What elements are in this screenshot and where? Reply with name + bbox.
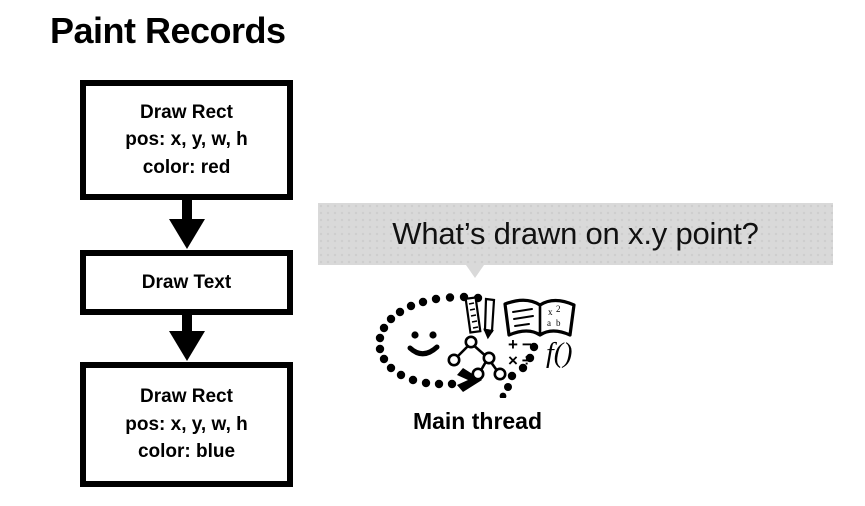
record-line-title: Draw Rect <box>140 101 233 123</box>
page-title: Paint Records <box>50 10 286 51</box>
math-operators-icon: + − × ÷ <box>508 335 532 370</box>
svg-text:÷: ÷ <box>522 351 531 370</box>
svg-text:+: + <box>508 335 518 354</box>
paint-record-box-draw-rect-blue[interactable]: Draw Rect pos: x, y, w, h color: blue <box>80 362 293 487</box>
svg-text:a: a <box>547 318 551 328</box>
open-book-icon: x 2 a b <box>503 298 576 337</box>
down-arrow-icon <box>169 199 205 249</box>
svg-text:2: 2 <box>556 304 561 314</box>
svg-text:b: b <box>556 318 561 328</box>
node-tree-icon <box>447 335 507 381</box>
main-thread-caption: Main thread <box>412 408 543 434</box>
thinking-face-icon: x 2 a b + − × ÷ f() <box>375 292 576 398</box>
svg-text:x: x <box>548 307 553 317</box>
ruler-icon <box>464 296 482 334</box>
paint-record-box-draw-text[interactable]: Draw Text <box>80 250 293 315</box>
record-line-title: Draw Text <box>141 271 232 293</box>
paint-record-box-draw-rect-red[interactable]: Draw Rect pos: x, y, w, h color: red <box>80 80 293 200</box>
svg-text:×: × <box>508 351 518 370</box>
question-speech-bubble: What’s drawn on x.y point? <box>318 203 833 265</box>
record-line-pos: pos: x, y, w, h <box>125 129 248 151</box>
record-line-pos: pos: x, y, w, h <box>125 413 248 435</box>
record-line-title: Draw Rect <box>140 386 233 408</box>
svg-text:−: − <box>522 335 532 354</box>
record-line-color: color: red <box>142 156 231 178</box>
function-notation-icon: f() <box>546 338 572 369</box>
speech-bubble-text: What’s drawn on x.y point? <box>392 216 759 251</box>
svg-text:f(): f() <box>546 338 572 369</box>
smiley-face-icon <box>407 331 440 357</box>
flow-chevron-icon <box>457 368 482 392</box>
dotted-oval-icon <box>375 292 539 398</box>
record-line-color: color: blue <box>137 441 236 463</box>
speech-tail-icon <box>466 265 484 278</box>
down-arrow-icon <box>169 311 205 361</box>
pencil-icon <box>483 297 496 340</box>
